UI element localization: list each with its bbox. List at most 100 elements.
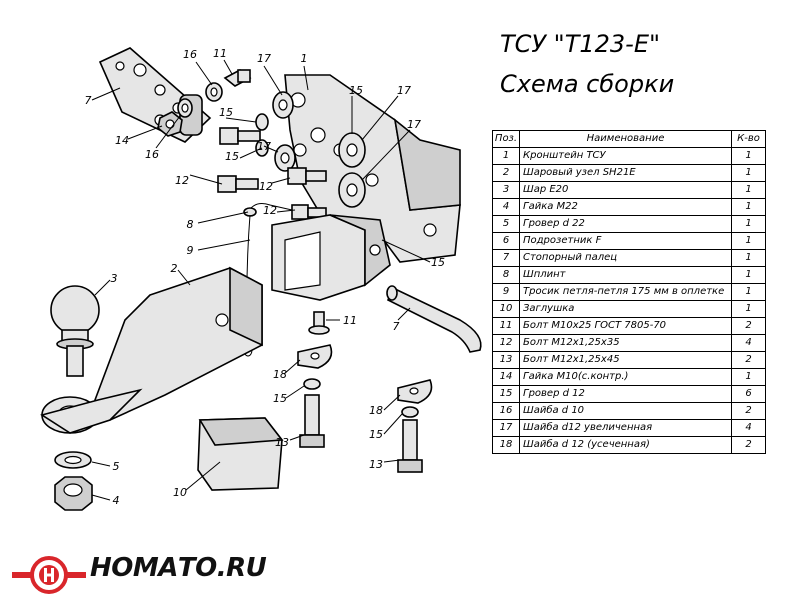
cell-num: 1 bbox=[492, 147, 520, 165]
socket-plate bbox=[98, 47, 212, 143]
cell-name: Стопорный палец bbox=[519, 249, 732, 267]
leader-lines bbox=[91, 59, 431, 501]
plug bbox=[197, 417, 284, 491]
locking-pin bbox=[386, 285, 482, 353]
cell-qty: 1 bbox=[731, 266, 766, 284]
washer-17-d bbox=[338, 172, 366, 208]
cell-num: 10 bbox=[492, 300, 520, 318]
callout-15-f: 15 bbox=[369, 428, 383, 441]
cell-num: 8 bbox=[492, 266, 520, 284]
cell-qty: 2 bbox=[731, 317, 766, 335]
callout-15-a: 15 bbox=[219, 106, 233, 119]
cell-num: 12 bbox=[492, 334, 520, 352]
bolt-13-right bbox=[397, 419, 423, 473]
cell-qty: 4 bbox=[731, 334, 766, 352]
callout-15-c: 15 bbox=[225, 150, 239, 163]
logo-emblem-icon bbox=[12, 556, 86, 594]
header-num: Поз. bbox=[492, 130, 520, 148]
cell-name: Болт М10х25 ГОСТ 7805-70 bbox=[519, 317, 732, 335]
callout-18-right: 18 bbox=[369, 404, 383, 417]
callout-16-left: 16 bbox=[145, 148, 159, 161]
lock-washer-15-a bbox=[255, 113, 269, 131]
cell-name: Гровер d 12 bbox=[519, 385, 732, 403]
washer-16-left bbox=[177, 98, 193, 118]
drawing-subtitle: Схема сборки bbox=[500, 70, 675, 98]
cell-name: Шар Е20 bbox=[519, 181, 732, 199]
callout-7: 7 bbox=[393, 320, 400, 333]
cell-name: Шплинт bbox=[519, 266, 732, 284]
cell-name: Заглушка bbox=[519, 300, 732, 318]
cell-num: 14 bbox=[492, 368, 520, 386]
callout-15-d: 15 bbox=[431, 256, 445, 269]
callout-6: 7 bbox=[85, 94, 92, 107]
callout-14: 14 bbox=[115, 134, 129, 147]
cell-qty: 1 bbox=[731, 249, 766, 267]
logo-text: НОМАТО.RU bbox=[90, 553, 267, 583]
callout-5: 5 bbox=[113, 460, 120, 473]
cell-qty: 1 bbox=[731, 147, 766, 165]
cell-qty: 2 bbox=[731, 351, 766, 369]
cell-num: 3 bbox=[492, 181, 520, 199]
callout-9: 9 bbox=[187, 244, 194, 257]
cell-name: Гайка М10(с.контр.) bbox=[519, 368, 732, 386]
receiver bbox=[271, 214, 391, 301]
callout-17-a: 17 bbox=[257, 52, 271, 65]
cell-num: 2 bbox=[492, 164, 520, 182]
callout-8: 8 bbox=[187, 218, 194, 231]
nut-m22 bbox=[54, 476, 93, 511]
grover-22 bbox=[54, 451, 92, 469]
cell-num: 15 bbox=[492, 385, 520, 403]
cell-num: 6 bbox=[492, 232, 520, 250]
cell-num: 16 bbox=[492, 402, 520, 420]
cell-qty: 1 bbox=[731, 300, 766, 318]
washer-17-a bbox=[272, 91, 294, 119]
drawing-title: ТСУ "Т123-Е" bbox=[500, 30, 661, 58]
cell-num: 7 bbox=[492, 249, 520, 267]
callout-12-a: 12 bbox=[175, 174, 189, 187]
cell-qty: 2 bbox=[731, 436, 766, 454]
header-name: Наименование bbox=[519, 130, 732, 148]
cell-qty: 1 bbox=[731, 181, 766, 199]
cell-name: Шаровый узел SH21E bbox=[519, 164, 732, 182]
callout-17-d: 17 bbox=[257, 140, 271, 153]
bolt-13-left bbox=[299, 394, 325, 448]
callout-13-left: 13 bbox=[275, 436, 289, 449]
callout-10: 10 bbox=[173, 486, 187, 499]
bolt-12-d bbox=[291, 204, 327, 220]
callout-1: 1 bbox=[301, 52, 308, 65]
callout-11-bottom: 11 bbox=[343, 314, 357, 327]
cell-name: Болт М12х1,25х35 bbox=[519, 334, 732, 352]
cell-name: Кронштейн ТСУ bbox=[519, 147, 732, 165]
washer-16-top bbox=[205, 82, 223, 102]
callout-16-top: 16 bbox=[183, 48, 197, 61]
cell-name: Шайба d12 увеличенная bbox=[519, 419, 732, 437]
cell-qty: 1 bbox=[731, 283, 766, 301]
bolt-11-top bbox=[223, 69, 252, 87]
cell-num: 11 bbox=[492, 317, 520, 335]
trimmed-washer-18-left bbox=[297, 344, 333, 369]
callout-labels: 7 16 11 17 1 15 14 16 15 17 17 17 15 12 … bbox=[85, 47, 446, 507]
cell-qty: 6 bbox=[731, 385, 766, 403]
callout-15-e: 15 bbox=[273, 392, 287, 405]
washer-17-b bbox=[274, 144, 296, 172]
cell-qty: 4 bbox=[731, 419, 766, 437]
cell-num: 5 bbox=[492, 215, 520, 233]
callout-12-c: 12 bbox=[263, 204, 277, 217]
cell-name: Болт М12х1,25х45 bbox=[519, 351, 732, 369]
lock-washer-15-c bbox=[303, 378, 321, 390]
callout-11-top: 11 bbox=[213, 47, 227, 60]
